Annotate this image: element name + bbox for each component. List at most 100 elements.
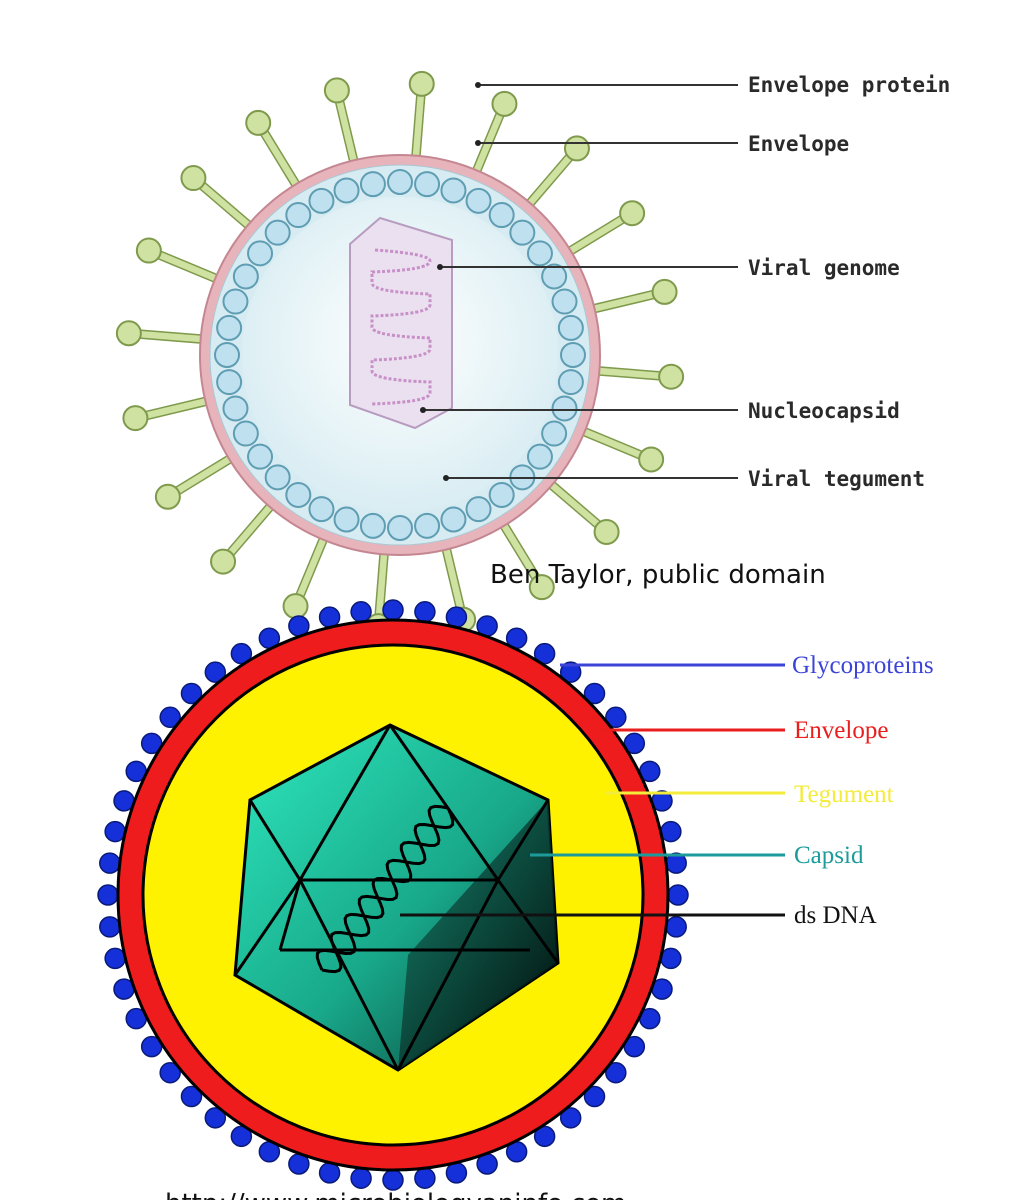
ds-dna-strand-b <box>315 804 449 971</box>
glycoprotein-dot <box>665 916 687 938</box>
tegument-bead <box>560 342 586 368</box>
label-envelope-protein: Envelope protein <box>748 73 950 97</box>
label-capsid: Capsid <box>794 842 864 869</box>
bottom-leader-lines <box>400 663 785 917</box>
glycoprotein-dot <box>350 601 372 623</box>
tegument-bead <box>232 263 259 290</box>
tegument-bead <box>465 187 492 214</box>
label-envelope-bottom: Envelope <box>794 717 888 744</box>
tegument-bead <box>359 171 386 198</box>
label-viral-genome: Viral genome <box>748 256 900 280</box>
envelope-protein-stalk <box>155 249 223 285</box>
label-glycoproteins: Glycoproteins <box>792 652 934 679</box>
tegument-bead <box>541 420 568 447</box>
envelope-protein-head <box>210 548 237 575</box>
glycoprotein-dot <box>159 1061 181 1084</box>
envelope-protein-stalk <box>587 289 657 315</box>
glycoprotein-dot <box>559 661 582 683</box>
glycoprotein-dot <box>99 916 121 938</box>
tegument-bead <box>333 506 360 533</box>
envelope-protein-stalk <box>258 128 303 192</box>
envelope-protein-stalk <box>294 532 330 600</box>
tegument-bead <box>414 512 441 539</box>
envelope-protein-head <box>282 593 309 620</box>
envelope-protein-head <box>154 483 181 510</box>
envelope-protein-stalk <box>522 152 575 211</box>
tegument-bead <box>387 169 413 195</box>
glycoprotein-dot <box>99 852 121 874</box>
tegument-bead <box>232 420 259 447</box>
tegument-beads <box>214 169 586 541</box>
tegument-bead <box>440 177 467 204</box>
envelope-protein-head <box>563 135 590 162</box>
credit-microbiologyinfo: http://www.microbiologyaninfo.com <box>165 1189 626 1200</box>
envelope-protein-head <box>115 320 142 347</box>
glycoprotein-dot <box>667 884 689 906</box>
glycoprotein-dot <box>140 1035 163 1058</box>
envelope-protein-stalk <box>137 329 207 345</box>
envelope-protein-head <box>135 237 162 264</box>
tegument-bead <box>359 512 386 539</box>
glycoprotein-dot <box>204 661 227 683</box>
envelope-protein-head <box>491 90 518 117</box>
glycoprotein-dot <box>414 601 436 623</box>
tegument-bead <box>414 171 441 198</box>
tegument-bead <box>247 443 274 470</box>
glycoproteins <box>97 599 689 1191</box>
envelope-protein-head <box>658 363 685 390</box>
tegument-bead <box>308 187 335 214</box>
glycoprotein-dot <box>382 599 404 621</box>
envelope-protein-stalk <box>410 92 426 162</box>
glycoprotein-dot <box>583 682 606 705</box>
glycoprotein-dot <box>97 884 119 906</box>
envelope-protein-stalk <box>334 98 360 168</box>
tegument-bead <box>214 342 240 368</box>
tegument-bead <box>308 496 335 523</box>
glycoprotein-dot <box>583 1085 606 1108</box>
glycoprotein-dot <box>204 1107 227 1129</box>
glycoprotein-dot <box>660 947 682 970</box>
glycoprotein-dot <box>533 1125 556 1148</box>
glycoprotein-dot <box>623 732 646 755</box>
top-leader-lines <box>423 84 738 479</box>
glycoprotein-dot <box>445 1162 468 1184</box>
tegument-bead <box>387 515 413 541</box>
envelope-protein-head <box>593 518 620 545</box>
tegument-bead <box>465 496 492 523</box>
envelope-protein-stalk <box>197 180 256 233</box>
tegument-bead <box>557 314 584 341</box>
tegument-bead <box>526 240 553 267</box>
envelope-protein-head <box>122 405 149 432</box>
tegument-bead <box>440 506 467 533</box>
envelope-protein-head <box>245 109 272 136</box>
tegument-bead <box>551 395 578 422</box>
envelope-protein-stalk <box>143 395 213 421</box>
tegument-bead <box>488 202 515 229</box>
tegument-bead <box>247 240 274 267</box>
label-tegument: Tegument <box>794 781 894 808</box>
envelope-protein-head <box>323 77 350 104</box>
nucleocapsid-hexagon <box>349 216 453 430</box>
glycoprotein-dot <box>623 1035 646 1058</box>
bottom-virion <box>97 599 689 1191</box>
glycoprotein-dot <box>159 706 181 729</box>
label-nucleocapsid: Nucleocapsid <box>748 399 900 423</box>
envelope-protein-stalk <box>440 542 466 612</box>
tegument-bead <box>222 395 249 422</box>
glycoprotein-dot <box>104 947 126 970</box>
tegument-bead <box>285 481 312 508</box>
envelope-protein-stalk <box>544 477 603 530</box>
envelope-protein-stalk <box>563 213 627 258</box>
credit-ben-taylor: Ben Taylor, public domain <box>490 560 826 590</box>
label-viral-tegument: Viral tegument <box>748 467 925 491</box>
glycoprotein-dot <box>382 1169 404 1191</box>
tegument-bead <box>264 464 291 491</box>
ds-dna-strand-a <box>321 807 455 974</box>
envelope-protein-head <box>180 165 207 192</box>
envelope-protein-head <box>638 446 665 473</box>
envelope-protein-head <box>651 278 678 305</box>
tegument-bead <box>216 369 243 396</box>
glycoprotein-dot <box>230 642 253 665</box>
glycoprotein-dot <box>559 1107 582 1129</box>
envelope-protein-head <box>528 574 555 601</box>
